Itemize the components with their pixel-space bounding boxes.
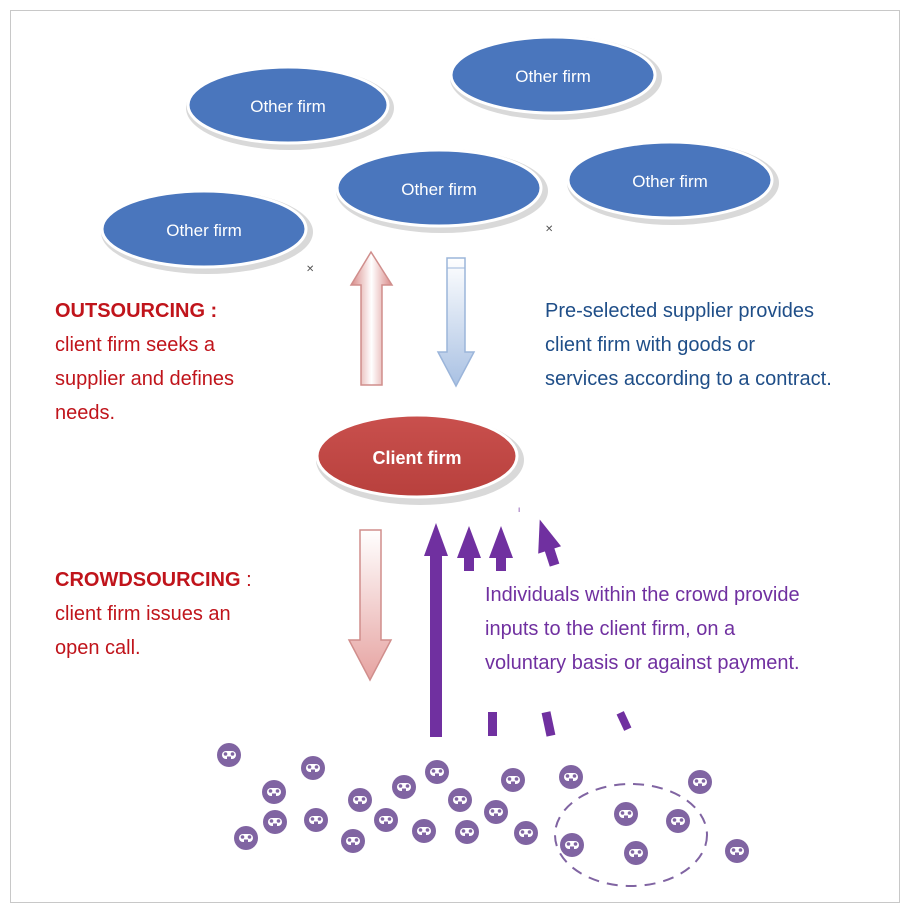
other-firm-node: Other firm	[186, 65, 394, 150]
person-icon	[501, 768, 525, 792]
crowd-description: Individuals within the crowd provide inp…	[485, 578, 895, 680]
person-icon	[374, 808, 398, 832]
crowd-input-arrow-stub	[541, 711, 556, 737]
outsourcing-up-arrow-icon	[349, 250, 394, 386]
outsourcing-line: client firm seeks a	[55, 334, 216, 356]
person-icon	[614, 802, 638, 826]
crowd	[217, 743, 749, 865]
handle-mark-icon: ✕	[306, 264, 314, 275]
crowd-line: inputs to the client firm, on a	[485, 618, 736, 640]
crowd-input-arrows	[424, 519, 632, 737]
open-call-down-arrow-icon	[347, 529, 393, 682]
other-firm-node: Other firm	[566, 140, 779, 225]
crowd-input-arrow-icon	[457, 526, 481, 571]
outsourcing-heading: OUTSOURCING :	[55, 300, 218, 322]
crowd-input-arrow-stub	[616, 711, 632, 731]
other-firm-node: Other firm	[449, 35, 662, 120]
supplier-description: Pre-selected supplier provides client fi…	[545, 294, 895, 396]
crowdsourcing-line: client firm issues an	[55, 603, 231, 625]
person-icon	[560, 833, 584, 857]
person-icon	[412, 819, 436, 843]
client-firm-node: Client firm	[315, 413, 524, 505]
other-firm-label: Other firm	[250, 97, 326, 116]
client-firm-label: Client firm	[372, 448, 461, 468]
other-firm-label: Other firm	[166, 221, 242, 240]
supplier-down-arrow-icon	[436, 257, 476, 388]
outsourcing-line: supplier and defines	[55, 368, 235, 390]
person-icon	[624, 841, 648, 865]
crowd-input-arrow-icon	[538, 519, 562, 567]
other-firm-label: Other firm	[401, 180, 477, 199]
crowd-subgroup-outline	[554, 783, 708, 887]
supplier-line: client firm with goods or	[545, 334, 756, 356]
person-icon	[725, 839, 749, 863]
crowd-line: Individuals within the crowd provide	[485, 584, 800, 606]
person-icon	[688, 770, 712, 794]
person-icon	[484, 800, 508, 824]
person-icon	[559, 765, 583, 789]
supplier-line: Pre-selected supplier provides	[545, 300, 815, 322]
person-icon	[341, 829, 365, 853]
person-icon	[301, 756, 325, 780]
other-firm-node: Other firm	[100, 189, 313, 274]
crowd-input-arrow-stub	[488, 712, 497, 736]
crowd-input-arrow-icon	[424, 523, 448, 737]
crowdsourcing-heading-row: CROWDSOURCING :	[55, 563, 315, 597]
person-icon	[234, 826, 258, 850]
crowdsourcing-heading-suffix: :	[240, 569, 252, 591]
handle-mark-icon: ✕	[545, 224, 553, 235]
handle-mark-icon: ı	[518, 505, 520, 514]
outsourcing-line: needs.	[55, 402, 116, 424]
crowdsourcing-description: CROWDSOURCING : client firm issues an op…	[55, 563, 315, 665]
person-icon	[217, 743, 241, 767]
person-icon	[455, 820, 479, 844]
crowdsourcing-line: open call.	[55, 637, 141, 659]
person-icon	[448, 788, 472, 812]
person-icon	[666, 809, 690, 833]
supplier-line: services according to a contract.	[545, 368, 832, 390]
outsourcing-description: OUTSOURCING : client firm seeks a suppli…	[55, 294, 315, 430]
other-firm-node: Other firm	[335, 148, 548, 233]
crowd-input-arrow-icon	[489, 526, 513, 571]
person-icon	[392, 775, 416, 799]
person-icon	[514, 821, 538, 845]
crowd-line: voluntary basis or against payment.	[485, 652, 800, 674]
person-icon	[425, 760, 449, 784]
other-firm-label: Other firm	[515, 67, 591, 86]
person-icon	[262, 780, 286, 804]
person-icon	[348, 788, 372, 812]
person-icon	[263, 810, 287, 834]
person-icon	[304, 808, 328, 832]
crowdsourcing-heading: CROWDSOURCING	[55, 569, 241, 591]
other-firm-label: Other firm	[632, 172, 708, 191]
